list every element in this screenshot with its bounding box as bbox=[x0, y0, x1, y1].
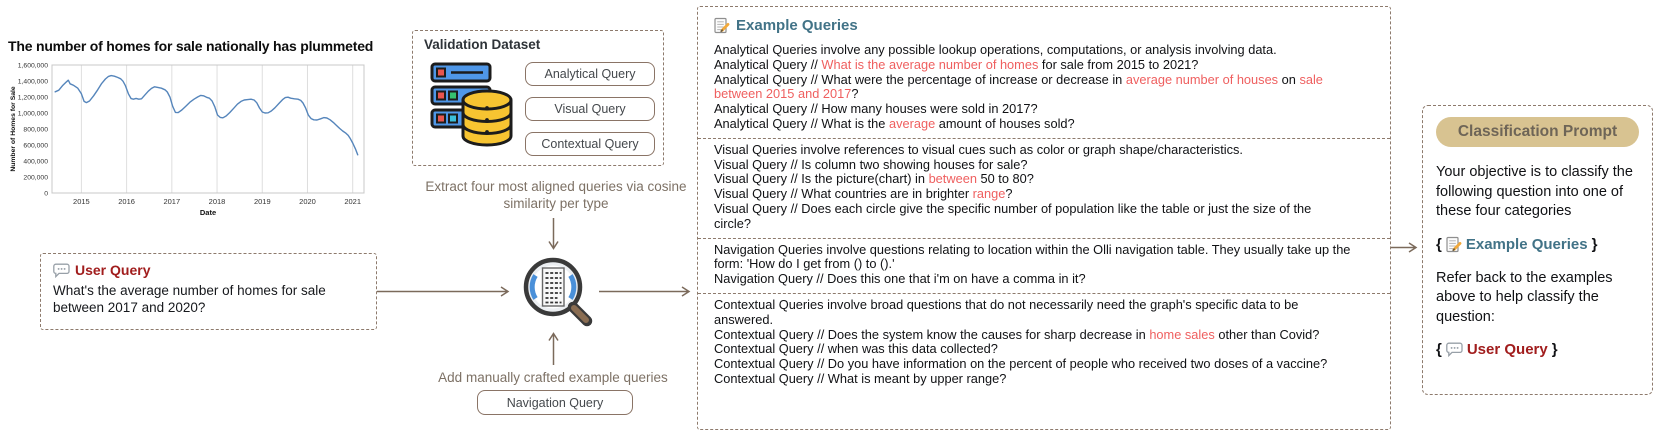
example-query-line: Analytical Query // How many houses were… bbox=[714, 101, 1038, 117]
example-query-line: Visual Query // What countries are in br… bbox=[714, 186, 1013, 202]
navigation-query-button[interactable]: Navigation Query bbox=[477, 390, 633, 415]
svg-text:2015: 2015 bbox=[73, 197, 90, 206]
classification-prompt-title: Classification Prompt bbox=[1436, 117, 1639, 147]
example-query-line: Analytical Queries involve any possible … bbox=[714, 42, 1277, 57]
example-query-line: Contextual Query // What is meant by upp… bbox=[714, 370, 1007, 386]
example-query-line: Contextual Query // Does the system know… bbox=[714, 326, 1320, 342]
example-queries-section: Contextual Queries involve broad questio… bbox=[698, 292, 1390, 393]
svg-text:0: 0 bbox=[44, 190, 48, 197]
arrow-user-query-to-matcher bbox=[377, 286, 510, 297]
svg-text:1,000,000: 1,000,000 bbox=[18, 110, 48, 117]
svg-text:200,000: 200,000 bbox=[23, 174, 48, 181]
add-note: Add manually crafted example queries bbox=[438, 370, 668, 385]
example-query-line: Visual Query // Is column two showing ho… bbox=[714, 156, 1028, 172]
example-query-line: Navigation Queries involve questions rel… bbox=[714, 241, 1351, 272]
svg-text:2017: 2017 bbox=[163, 197, 180, 206]
svg-text:800,000: 800,000 bbox=[23, 126, 48, 133]
user-query-reference: { User Query } bbox=[1436, 341, 1639, 358]
arrow-matcher-to-examples bbox=[599, 286, 691, 297]
memo-icon bbox=[714, 17, 730, 34]
example-query-line: Contextual Query // Do you have informat… bbox=[714, 356, 1328, 372]
visual-query-button[interactable]: Visual Query bbox=[525, 97, 655, 121]
example-query-line: Contextual Query // when was this data c… bbox=[714, 341, 998, 357]
example-queries-header: Example Queries bbox=[714, 17, 1374, 34]
arrow-manual-to-matcher bbox=[548, 332, 559, 365]
open-brace: { bbox=[1436, 235, 1442, 253]
memo-icon bbox=[1446, 236, 1462, 253]
example-query-line: Visual Queries involve references to vis… bbox=[714, 141, 1243, 157]
example-queries-ref-label: Example Queries bbox=[1465, 235, 1588, 253]
user-query-text: What's the average number of homes for s… bbox=[53, 283, 326, 315]
svg-text:400,000: 400,000 bbox=[23, 158, 48, 165]
example-query-line: Visual Query // Is the picture(chart) in… bbox=[714, 171, 1034, 187]
classification-refer-text: Refer back to the examples above to help… bbox=[1436, 269, 1613, 325]
example-query-line: Analytical Query // What were the percen… bbox=[714, 71, 1323, 102]
magnifier-document-icon bbox=[516, 252, 594, 336]
svg-text:Number of Homes for Sale: Number of Homes for Sale bbox=[10, 86, 17, 172]
homes-chart: The number of homes for sale nationally … bbox=[6, 38, 374, 223]
svg-text:2019: 2019 bbox=[254, 197, 271, 206]
example-queries-sections: Analytical Queries involve any possible … bbox=[698, 39, 1390, 393]
contextual-query-button[interactable]: Contextual Query bbox=[525, 132, 655, 156]
example-queries-section: Analytical Queries involve any possible … bbox=[698, 39, 1390, 138]
homes-chart-svg: 0 200,000 400,000 600,000 800,000 1,000,000 1,… bbox=[10, 62, 365, 217]
speech-bubble-icon bbox=[1445, 342, 1463, 357]
speech-bubble-icon bbox=[53, 263, 70, 278]
svg-text:2018: 2018 bbox=[209, 197, 226, 206]
open-brace: { bbox=[1436, 341, 1442, 358]
classification-prompt-panel: Classification Prompt Your objective is … bbox=[1422, 105, 1653, 395]
validation-query-types: Analytical Query Visual Query Contextual… bbox=[525, 62, 655, 156]
svg-text:2020: 2020 bbox=[299, 197, 316, 206]
example-query-line: Analytical Query // What is the average … bbox=[714, 56, 1199, 72]
database-icon bbox=[429, 59, 517, 157]
chart-title: The number of homes for sale nationally … bbox=[8, 38, 374, 54]
user-query-ref-label: User Query bbox=[1466, 341, 1548, 358]
example-query-line: Contextual Queries involve broad questio… bbox=[714, 296, 1299, 327]
arrow-examples-to-prompt bbox=[1391, 242, 1418, 253]
example-queries-panel: Example Queries Analytical Queries invol… bbox=[697, 6, 1391, 430]
example-query-line: Navigation Query // Does this one that i… bbox=[714, 271, 1086, 287]
svg-text:600,000: 600,000 bbox=[23, 142, 48, 149]
validation-dataset-box: Validation Dataset bbox=[412, 30, 664, 166]
example-queries-title: Example Queries bbox=[736, 17, 858, 34]
svg-text:2021: 2021 bbox=[344, 197, 361, 206]
user-query-header: User Query bbox=[53, 262, 364, 278]
user-query-title: User Query bbox=[75, 262, 151, 278]
example-query-line: Visual Query // Does each circle give th… bbox=[714, 200, 1312, 231]
close-brace: } bbox=[1591, 235, 1598, 253]
svg-text:1,400,000: 1,400,000 bbox=[18, 78, 48, 85]
example-query-line: Analytical Query // What is the average … bbox=[714, 115, 1075, 131]
example-queries-section: Navigation Queries involve questions rel… bbox=[698, 237, 1390, 293]
example-queries-reference: { Example Queries } bbox=[1436, 236, 1639, 253]
user-query-box: User Query What's the average number of … bbox=[40, 253, 377, 330]
close-brace: } bbox=[1551, 341, 1558, 358]
extract-note: Extract four most aligned queries via co… bbox=[425, 179, 687, 211]
svg-text:2016: 2016 bbox=[118, 197, 135, 206]
example-queries-section: Visual Queries involve references to vis… bbox=[698, 137, 1390, 238]
svg-text:1,200,000: 1,200,000 bbox=[18, 94, 48, 101]
classification-objective-text: Your objective is to classify the follow… bbox=[1436, 164, 1633, 219]
svg-text:1,600,000: 1,600,000 bbox=[18, 62, 48, 69]
arrow-validation-to-matcher bbox=[548, 218, 559, 250]
validation-dataset-title: Validation Dataset bbox=[424, 37, 541, 52]
analytical-query-button[interactable]: Analytical Query bbox=[525, 62, 655, 86]
svg-text:Date: Date bbox=[200, 208, 216, 217]
